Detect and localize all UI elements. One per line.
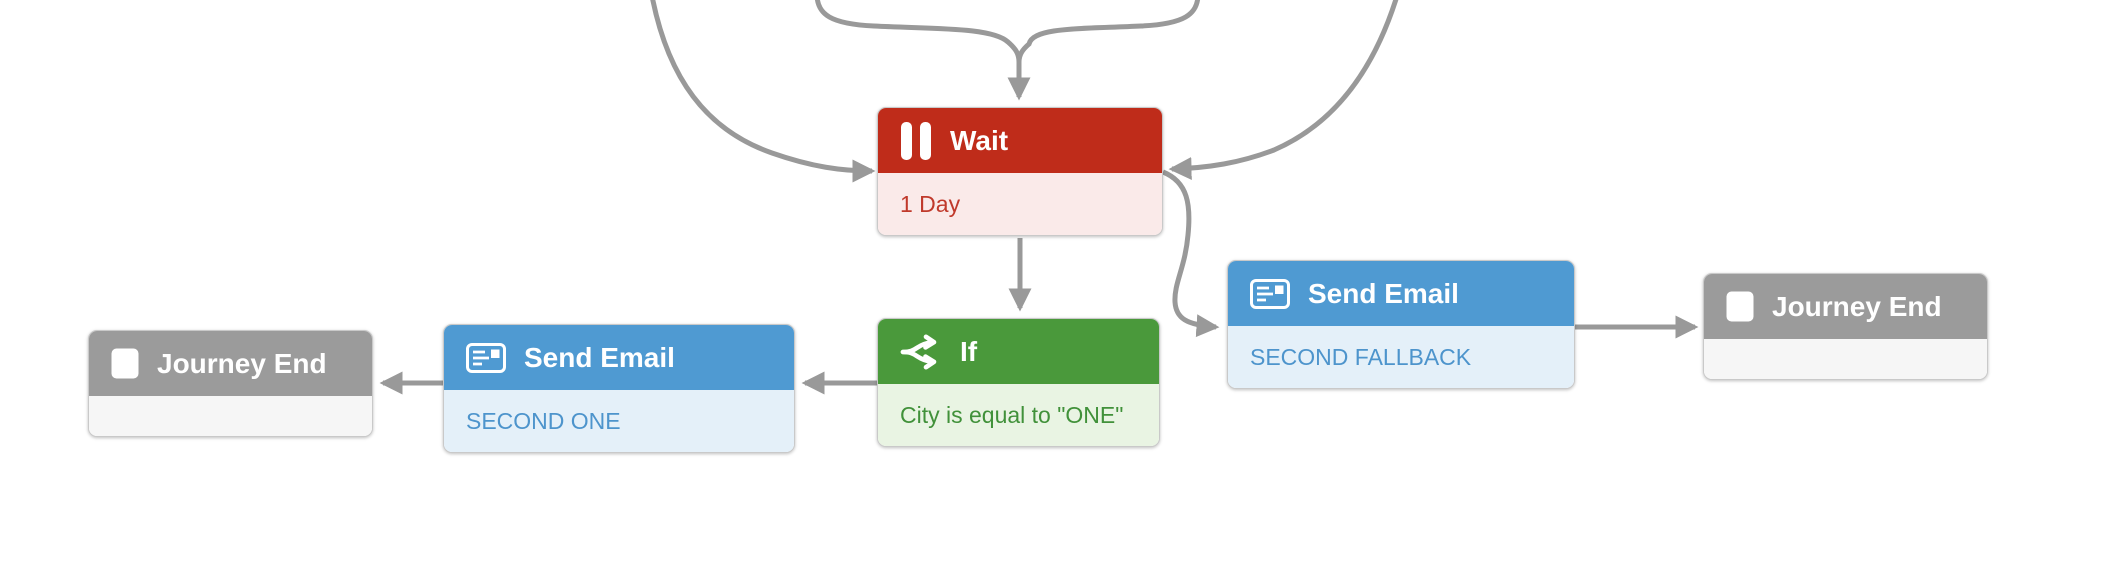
node-if-title: If (960, 335, 978, 367)
decision-split-icon (900, 334, 942, 370)
pause-icon (900, 121, 932, 161)
node-wait[interactable]: Wait 1 Day (877, 107, 1163, 236)
node-send-email-fallback-header: Send Email (1228, 261, 1574, 326)
edge-top-right-to-wait-top (1016, 0, 1200, 63)
node-journey-end-right-title: Journey End (1772, 290, 1942, 322)
node-journey-end-left-header: Journey End (89, 331, 372, 396)
node-if-body: City is equal to "ONE" (878, 384, 1159, 446)
edge-wait-to-fallback (1161, 169, 1220, 338)
node-journey-end-left[interactable]: Journey End (88, 330, 373, 437)
email-icon (1250, 278, 1290, 309)
node-send-email-one-body: SECOND ONE (444, 390, 794, 452)
edge-top-to-wait-left (650, 0, 876, 183)
node-journey-end-left-title: Journey End (157, 347, 327, 379)
node-send-email-fallback-title: Send Email (1308, 277, 1459, 309)
edge-top-to-wait-right (1168, 0, 1399, 180)
node-send-email-fallback[interactable]: Send Email SECOND FALLBACK (1227, 260, 1575, 389)
node-send-email-one-title: Send Email (524, 341, 675, 373)
edge-top-left-to-wait-top (815, 0, 1022, 63)
node-journey-end-right[interactable]: Journey End (1703, 273, 1988, 380)
node-journey-end-right-header: Journey End (1704, 274, 1987, 339)
node-send-email-one[interactable]: Send Email SECOND ONE (443, 324, 795, 453)
stop-icon (111, 348, 139, 379)
node-journey-end-right-body (1704, 339, 1987, 379)
node-wait-header: Wait (878, 108, 1162, 173)
node-if-header: If (878, 319, 1159, 384)
node-send-email-fallback-subtitle: SECOND FALLBACK (1250, 343, 1472, 370)
node-journey-end-left-body (89, 396, 372, 436)
node-send-email-one-header: Send Email (444, 325, 794, 390)
stop-icon (1726, 291, 1754, 322)
node-if[interactable]: If City is equal to "ONE" (877, 318, 1160, 447)
node-send-email-fallback-body: SECOND FALLBACK (1228, 326, 1574, 388)
node-if-subtitle: City is equal to "ONE" (900, 401, 1124, 428)
node-wait-body: 1 Day (878, 173, 1162, 235)
node-send-email-one-subtitle: SECOND ONE (466, 407, 621, 434)
node-wait-title: Wait (950, 124, 1009, 156)
node-wait-subtitle: 1 Day (900, 190, 961, 217)
email-icon (466, 342, 506, 373)
